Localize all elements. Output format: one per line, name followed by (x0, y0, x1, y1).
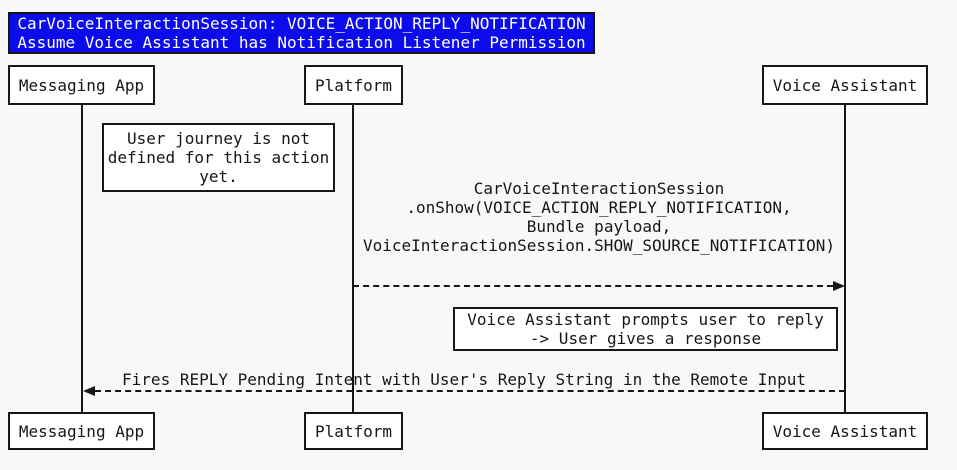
actor-platform-bottom-label: Platform (314, 421, 393, 441)
arrowhead-left-icon (83, 386, 95, 396)
lifeline-messaging-app (81, 105, 83, 412)
actor-messaging-app-top-label: Messaging App (18, 75, 145, 95)
message-onshow-label: CarVoiceInteractionSession .onShow(VOICE… (353, 179, 845, 255)
actor-voice-assistant-top-label: Voice Assistant (772, 75, 918, 95)
lifeline-platform (352, 105, 354, 412)
diagram-title-line-2: Assume Voice Assistant has Notification … (17, 33, 586, 52)
actor-messaging-app-top: Messaging App (8, 65, 155, 105)
message-onshow-arrow (353, 285, 833, 287)
note-voice-assistant-prompts-line-2: -> User gives a response (529, 329, 762, 348)
actor-platform-top: Platform (304, 65, 403, 105)
note-voice-assistant-prompts-line-1: Voice Assistant prompts user to reply (467, 310, 824, 329)
actor-messaging-app-bottom: Messaging App (8, 412, 155, 450)
actor-voice-assistant-bottom: Voice Assistant (762, 412, 928, 450)
lifeline-voice-assistant (844, 105, 846, 412)
arrowhead-right-icon (833, 281, 845, 291)
note-user-journey-line-2: defined for this action (107, 148, 330, 167)
message-fires-reply-label: Fires REPLY Pending Intent with User's R… (83, 370, 845, 389)
note-user-journey-line-1: User journey is not (126, 129, 311, 148)
actor-platform-bottom: Platform (304, 412, 403, 450)
message-onshow-line-4: VoiceInteractionSession.SHOW_SOURCE_NOTI… (362, 236, 835, 255)
note-user-journey-line-3: yet. (199, 167, 238, 186)
actor-platform-top-label: Platform (314, 75, 393, 95)
message-onshow-line-1: CarVoiceInteractionSession (473, 179, 725, 198)
message-onshow-line-3: Bundle payload, (526, 217, 672, 236)
diagram-title-line-1: CarVoiceInteractionSession: VOICE_ACTION… (17, 14, 586, 33)
note-user-journey: User journey is not defined for this act… (102, 123, 335, 192)
message-fires-reply-arrow (95, 390, 845, 392)
message-fires-reply-line-1: Fires REPLY Pending Intent with User's R… (122, 370, 806, 389)
actor-messaging-app-bottom-label: Messaging App (18, 421, 145, 441)
diagram-title: CarVoiceInteractionSession: VOICE_ACTION… (8, 12, 595, 54)
note-voice-assistant-prompts: Voice Assistant prompts user to reply ->… (453, 307, 838, 351)
actor-voice-assistant-bottom-label: Voice Assistant (772, 421, 918, 441)
message-onshow-line-2: .onShow(VOICE_ACTION_REPLY_NOTIFICATION, (406, 198, 792, 217)
actor-voice-assistant-top: Voice Assistant (762, 65, 928, 105)
